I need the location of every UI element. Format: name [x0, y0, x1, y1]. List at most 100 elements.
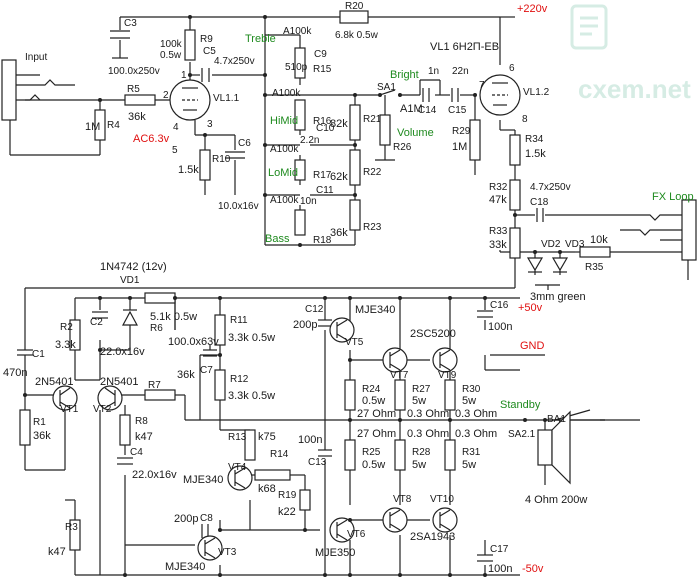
- vt3-type: MJE340: [165, 561, 205, 573]
- svg-text:27 Ohm: 27 Ohm: [357, 428, 396, 440]
- r17-value: A100k: [270, 144, 299, 155]
- pot-r16: [294, 99, 306, 131]
- r29-ref: R29: [452, 126, 471, 137]
- pot-r18: [294, 209, 306, 236]
- vd3-ref: VD3: [565, 239, 585, 250]
- r19-value: k22: [278, 506, 296, 518]
- fx-loop-label: FX Loop: [652, 191, 694, 203]
- vt1-ref: VT1: [60, 404, 79, 415]
- c12-ref: C12: [305, 304, 324, 315]
- c7-ref: C7: [200, 365, 213, 376]
- rail-minus50: -50v: [522, 563, 544, 575]
- r10-value: 1.5k: [178, 164, 199, 176]
- vt8-ref: VT8: [393, 494, 412, 505]
- vt5-ref: VT5: [345, 337, 364, 348]
- resistor-r31: [444, 439, 456, 471]
- r33-ref: R33: [489, 226, 508, 237]
- r20-ref: R20: [345, 1, 364, 12]
- vt2-type: 2N5401: [100, 376, 139, 388]
- r26-value: A1M: [400, 103, 423, 115]
- c15-ref: C15: [448, 105, 467, 116]
- pin-2: 2: [163, 90, 169, 101]
- r23-ref: R23: [363, 222, 382, 233]
- pin-1: 1: [181, 70, 187, 81]
- transistor-vt2: VT2 2N5401: [93, 376, 139, 415]
- volume-label: Volume: [397, 127, 434, 139]
- tube-vl1-2: VL1.2 6 7 8 VL1 6Н2П-ЕВ: [430, 41, 550, 125]
- resistor-r20: [339, 10, 369, 24]
- transistor-vt9: VT9: [432, 347, 458, 381]
- vt7-type: 2SC5200: [410, 328, 456, 340]
- vt8-type: 2SA1943: [410, 531, 455, 543]
- led-label: 3mm green: [530, 291, 586, 303]
- c16-ref: C16: [490, 300, 509, 311]
- pot-r17: [294, 159, 306, 181]
- resistor-r25: [344, 439, 356, 471]
- standby-label: Standby: [500, 399, 541, 411]
- r19-ref: R19: [278, 490, 297, 501]
- c14-value: 1n: [428, 66, 439, 77]
- r11-ref: R11: [230, 315, 248, 326]
- c9-value: 510p: [285, 62, 308, 73]
- r2-ref: R2: [60, 322, 73, 333]
- ba1-ref: BA1: [547, 414, 566, 425]
- himid-label: HiMid: [270, 115, 298, 127]
- resistor-r22: [349, 149, 361, 186]
- c17-value: 100n: [488, 563, 512, 575]
- resistor-r32: [509, 179, 521, 211]
- resistor-r9: [184, 29, 196, 61]
- c4-ref: C4: [130, 447, 143, 458]
- svg-text:0.3 Ohm: 0.3 Ohm: [455, 428, 497, 440]
- treble-label: Treble: [245, 33, 276, 45]
- r34-value: 1.5k: [525, 148, 546, 160]
- resistor-r35: [579, 246, 611, 258]
- vt10-ref: VT10: [430, 494, 454, 505]
- r11-value: 3.3k 0.5w: [228, 332, 275, 344]
- r14-ref: R14: [270, 449, 289, 460]
- vt5-type: MJE340: [355, 304, 395, 316]
- fx-loop-jack: FX Loop: [620, 191, 697, 261]
- transistor-vt1: VT1 2N5401: [35, 376, 79, 415]
- r16-value: A100k: [272, 88, 301, 99]
- c8-value: 200p: [174, 513, 198, 525]
- c2-value: 22.0x16v: [100, 346, 145, 358]
- resistor-r29: [469, 119, 481, 161]
- svg-text:0.3 Ohm: 0.3 Ohm: [407, 428, 449, 440]
- c5-ref: C5: [203, 46, 216, 57]
- r3-value: k47: [48, 546, 66, 558]
- c13-value: 100n: [298, 434, 322, 446]
- transistor-vt3: VT3 MJE340: [165, 535, 237, 573]
- r14-value: k68: [258, 483, 276, 495]
- bass-label: Bass: [265, 233, 290, 245]
- c8-ref: C8: [200, 513, 213, 524]
- r22-ref: R22: [363, 167, 382, 178]
- vt9-ref: VT9: [438, 370, 457, 381]
- r18-value: A100k: [270, 195, 299, 206]
- c10-value: 2.2n: [300, 135, 319, 146]
- c3-ref: C3: [124, 18, 137, 29]
- led-vd3: VD3: [551, 239, 585, 273]
- pin-6: 6: [509, 63, 515, 74]
- r3-ref: R3: [65, 522, 78, 533]
- resistor-r10: [199, 149, 211, 181]
- r15-value: A100k: [283, 26, 312, 37]
- r17-ref: R17: [313, 170, 332, 181]
- r1-value: 36k: [33, 430, 51, 442]
- r26-ref: R26: [393, 142, 412, 153]
- vt4-ref: VT4: [228, 462, 247, 473]
- svg-text:0.5w: 0.5w: [362, 459, 385, 471]
- c10-ref: C10: [316, 123, 335, 134]
- pin-8: 8: [522, 114, 528, 125]
- rail-plus220: +220v: [517, 3, 548, 15]
- r31-ref: R31: [462, 447, 481, 458]
- c17-ref: C17: [490, 544, 509, 555]
- zener-vd1: [121, 310, 139, 326]
- r8-ref: R8: [135, 416, 148, 427]
- watermark-text: cxem.net: [578, 74, 691, 104]
- svg-text:0.5w: 0.5w: [362, 395, 385, 407]
- resistor-r24: [344, 379, 356, 411]
- vl11-ref: VL1.1: [213, 93, 240, 104]
- svg-text:0.5w: 0.5w: [160, 50, 182, 61]
- r1-ref: R1: [33, 417, 46, 428]
- resistor-r5: [124, 94, 156, 106]
